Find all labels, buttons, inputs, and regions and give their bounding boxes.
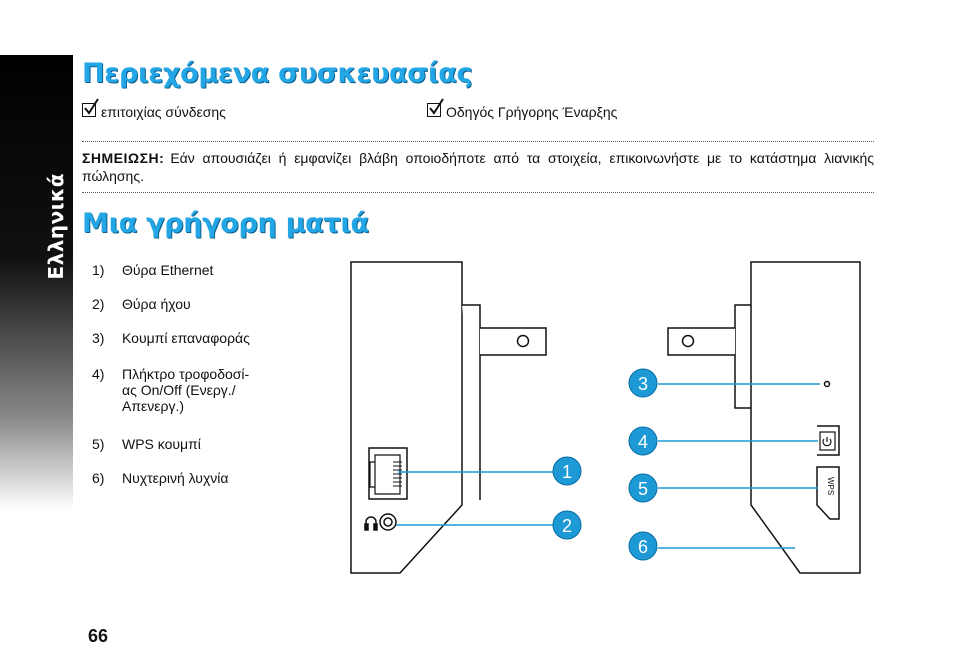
callout-badge-6: 6 (628, 531, 658, 561)
ethernet-port-icon (368, 447, 408, 500)
list-item: 4)Πλήκτρο τροφοδοσί- ας On/Off (Ενεργ./ … (92, 366, 250, 414)
callout-badge-5: 5 (628, 473, 658, 503)
package-item-guide: Οδηγός Γρήγορης Έναρξης (427, 98, 618, 120)
divider-bottom (82, 192, 874, 193)
list-item: 5)WPS κουμπί (92, 436, 201, 452)
checkbox-icon (427, 98, 444, 117)
list-item: 2)Θύρα ήχου (92, 296, 191, 312)
svg-text:6: 6 (638, 537, 648, 557)
reset-hole-icon (823, 380, 831, 388)
note-text: Εάν απουσιάζει ή εμφανίζει βλάβη οποιοδή… (82, 150, 874, 184)
audio-port-icon (379, 513, 397, 531)
quick-look-title: Μια γρήγορη ματιά (82, 208, 369, 239)
svg-text:2: 2 (562, 516, 572, 536)
note-label: ΣΗΜΕΙΩΣΗ: (82, 150, 165, 166)
callout-badge-4: 4 (628, 426, 658, 456)
callout-badge-2: 2 (552, 510, 582, 540)
svg-text:3: 3 (638, 374, 648, 394)
language-side-tab: Ελληνικά (0, 55, 73, 510)
list-item: 6)Νυχτερινή λυχνία (92, 470, 229, 486)
wps-button-icon (816, 466, 840, 520)
power-button-icon (817, 425, 840, 456)
plug-hole-icon (516, 334, 530, 348)
divider-top (82, 141, 874, 142)
contents-title: Περιεχόμενα συσκευασίας (82, 58, 473, 89)
headphone-icon (365, 516, 377, 527)
svg-text:4: 4 (638, 432, 648, 452)
note-block: ΣΗΜΕΙΩΣΗ:Εάν απουσιάζει ή εμφανίζει βλάβ… (82, 149, 874, 185)
device-right-view (667, 261, 861, 574)
package-item-mount: επιτοιχίας σύνδεσης (82, 98, 226, 120)
package-item-label: Οδηγός Γρήγορης Έναρξης (446, 104, 618, 120)
list-item: 3)Κουμπί επαναφοράς (92, 330, 250, 346)
callout-badge-1: 1 (552, 456, 582, 486)
callout-badge-3: 3 (628, 368, 658, 398)
device-left-view (350, 261, 547, 574)
page-number: 66 (88, 626, 109, 646)
list-item: 1)Θύρα Ethernet (92, 262, 214, 278)
svg-text:5: 5 (638, 479, 648, 499)
svg-text:1: 1 (562, 462, 572, 482)
package-item-label: επιτοιχίας σύνδεσης (101, 104, 226, 120)
checkbox-icon (82, 98, 99, 117)
plug-hole-icon (681, 334, 695, 348)
wps-label: WPS (826, 477, 835, 495)
